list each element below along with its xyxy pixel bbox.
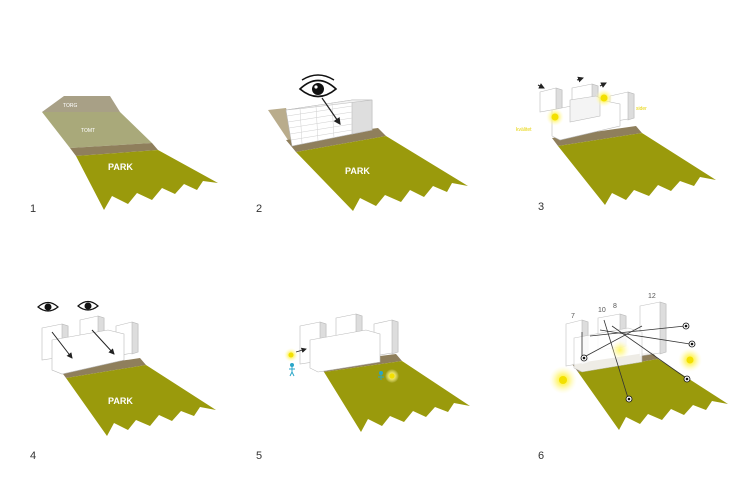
arrow-icon (295, 347, 307, 353)
view-arrow (91, 329, 115, 355)
arrow-icon (599, 82, 607, 88)
eye-icon (77, 300, 99, 311)
road-strip (70, 143, 158, 156)
panel-6: 7 10 8 12 6 (538, 293, 728, 462)
height-label-10: 10 (598, 307, 606, 314)
eye-icon (682, 322, 690, 330)
eye-icon (625, 395, 633, 403)
tomt-label: TOMT (81, 128, 95, 134)
park-area (66, 365, 216, 436)
torg-area (42, 96, 120, 112)
panel-4: PARK 4 (30, 300, 216, 462)
park-area (324, 361, 470, 432)
view-arrow (51, 331, 73, 359)
building-cluster (299, 313, 399, 373)
height-label-12: 12 (648, 293, 656, 300)
torg-label: TORG (63, 103, 77, 109)
person-icon (378, 371, 384, 380)
panel-number: 3 (538, 201, 544, 213)
kvalitet-label: kvälitet (516, 127, 532, 133)
eye-icon (683, 375, 691, 383)
eye-icon (688, 340, 696, 348)
eye-icon (298, 74, 338, 98)
park-label: PARK (108, 396, 133, 406)
panel-number: 5 (256, 450, 262, 462)
park-area (558, 133, 716, 205)
panel-1: TORG TOMT PARK 1 (30, 96, 218, 215)
road-strip (60, 358, 146, 378)
building-cluster (565, 301, 667, 373)
park-label: PARK (108, 162, 133, 172)
park-area (296, 136, 468, 211)
person-icon (289, 363, 295, 377)
park-label: PARK (345, 166, 370, 176)
height-label-8: 8 (613, 303, 617, 310)
road-strip (552, 126, 642, 146)
panel-number: 6 (538, 450, 544, 462)
arrow-icon (576, 76, 584, 83)
height-label-7: 7 (571, 313, 575, 320)
panel-3: kvälitet sider 3 (516, 76, 716, 213)
panel-number: 4 (30, 450, 36, 462)
eye-icon (580, 354, 588, 362)
park-area (76, 150, 218, 210)
tomt-area (42, 112, 152, 148)
building-block (285, 99, 373, 147)
park-area (578, 359, 728, 430)
panel-number: 1 (30, 203, 36, 215)
road-strip (286, 128, 386, 152)
panel-5: 5 (256, 313, 470, 462)
eye-icon (37, 301, 59, 312)
sider-label: sider (636, 106, 647, 112)
panel-2: PARK 2 (256, 74, 468, 215)
view-lines (581, 319, 691, 399)
panel-number: 2 (256, 203, 262, 215)
arrow-icon (537, 83, 545, 89)
view-arrow (321, 97, 341, 125)
